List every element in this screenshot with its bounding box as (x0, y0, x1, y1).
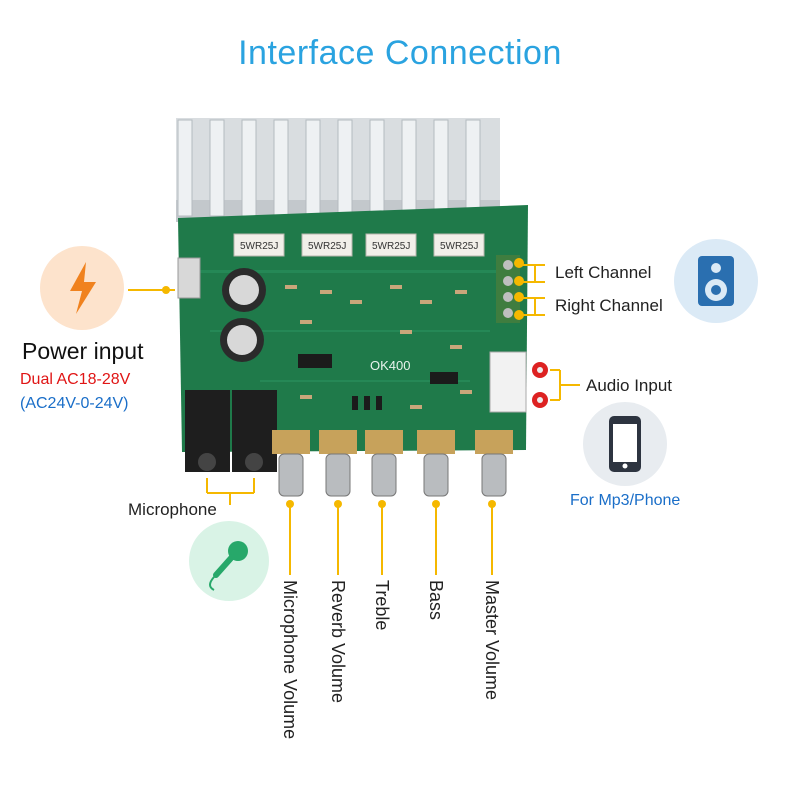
ic-chips (298, 354, 458, 410)
heatsink (176, 118, 500, 222)
audio-input-label: Audio Input (586, 376, 673, 395)
leader-dots (162, 286, 496, 508)
power-resistors (233, 233, 485, 257)
right-channel-label: Right Channel (555, 296, 663, 315)
phone-icon-badge (583, 402, 667, 486)
microphone-icon-badge (189, 521, 269, 601)
power-voltage-detail: (AC24V-0-24V) (20, 395, 129, 412)
lightning-icon (70, 262, 96, 314)
speaker-icon (698, 256, 734, 306)
speaker-terminals (496, 255, 524, 323)
potentiometers (272, 430, 513, 454)
knob-label-bass: Bass (426, 580, 446, 621)
power-terminal (177, 257, 201, 299)
knob-label-master-volume: Master Volume (482, 580, 502, 701)
resistor-label: 5WR25J (240, 241, 278, 252)
knob-label-microphone-volume: Microphone Volume (280, 580, 300, 740)
resistor-label: 5WR25J (440, 241, 478, 252)
knobs (278, 453, 507, 497)
small-resistors (285, 285, 472, 409)
mp3-phone-label: For Mp3/Phone (570, 492, 681, 509)
resistor-label: 5WR25J (308, 241, 346, 252)
speaker-icon-badge (674, 239, 758, 323)
microphone-label: Microphone (128, 500, 217, 519)
rca-input (489, 351, 548, 413)
capacitors (220, 268, 266, 362)
microphone-icon (209, 541, 248, 591)
knob-label-treble: Treble (372, 580, 392, 631)
microphone-jacks (185, 390, 277, 472)
page-title: Interface Connection (238, 34, 562, 72)
power-icon-badge (40, 246, 124, 330)
power-input-title: Power input (22, 338, 144, 364)
phone-icon (609, 416, 641, 472)
resistor-label: 5WR25J (372, 241, 410, 252)
board-label: OK400 (370, 358, 410, 373)
left-channel-label: Left Channel (555, 263, 652, 282)
power-voltage-label: Dual AC18-28V (20, 371, 131, 388)
knob-label-reverb-volume: Reverb Volume (328, 580, 348, 704)
